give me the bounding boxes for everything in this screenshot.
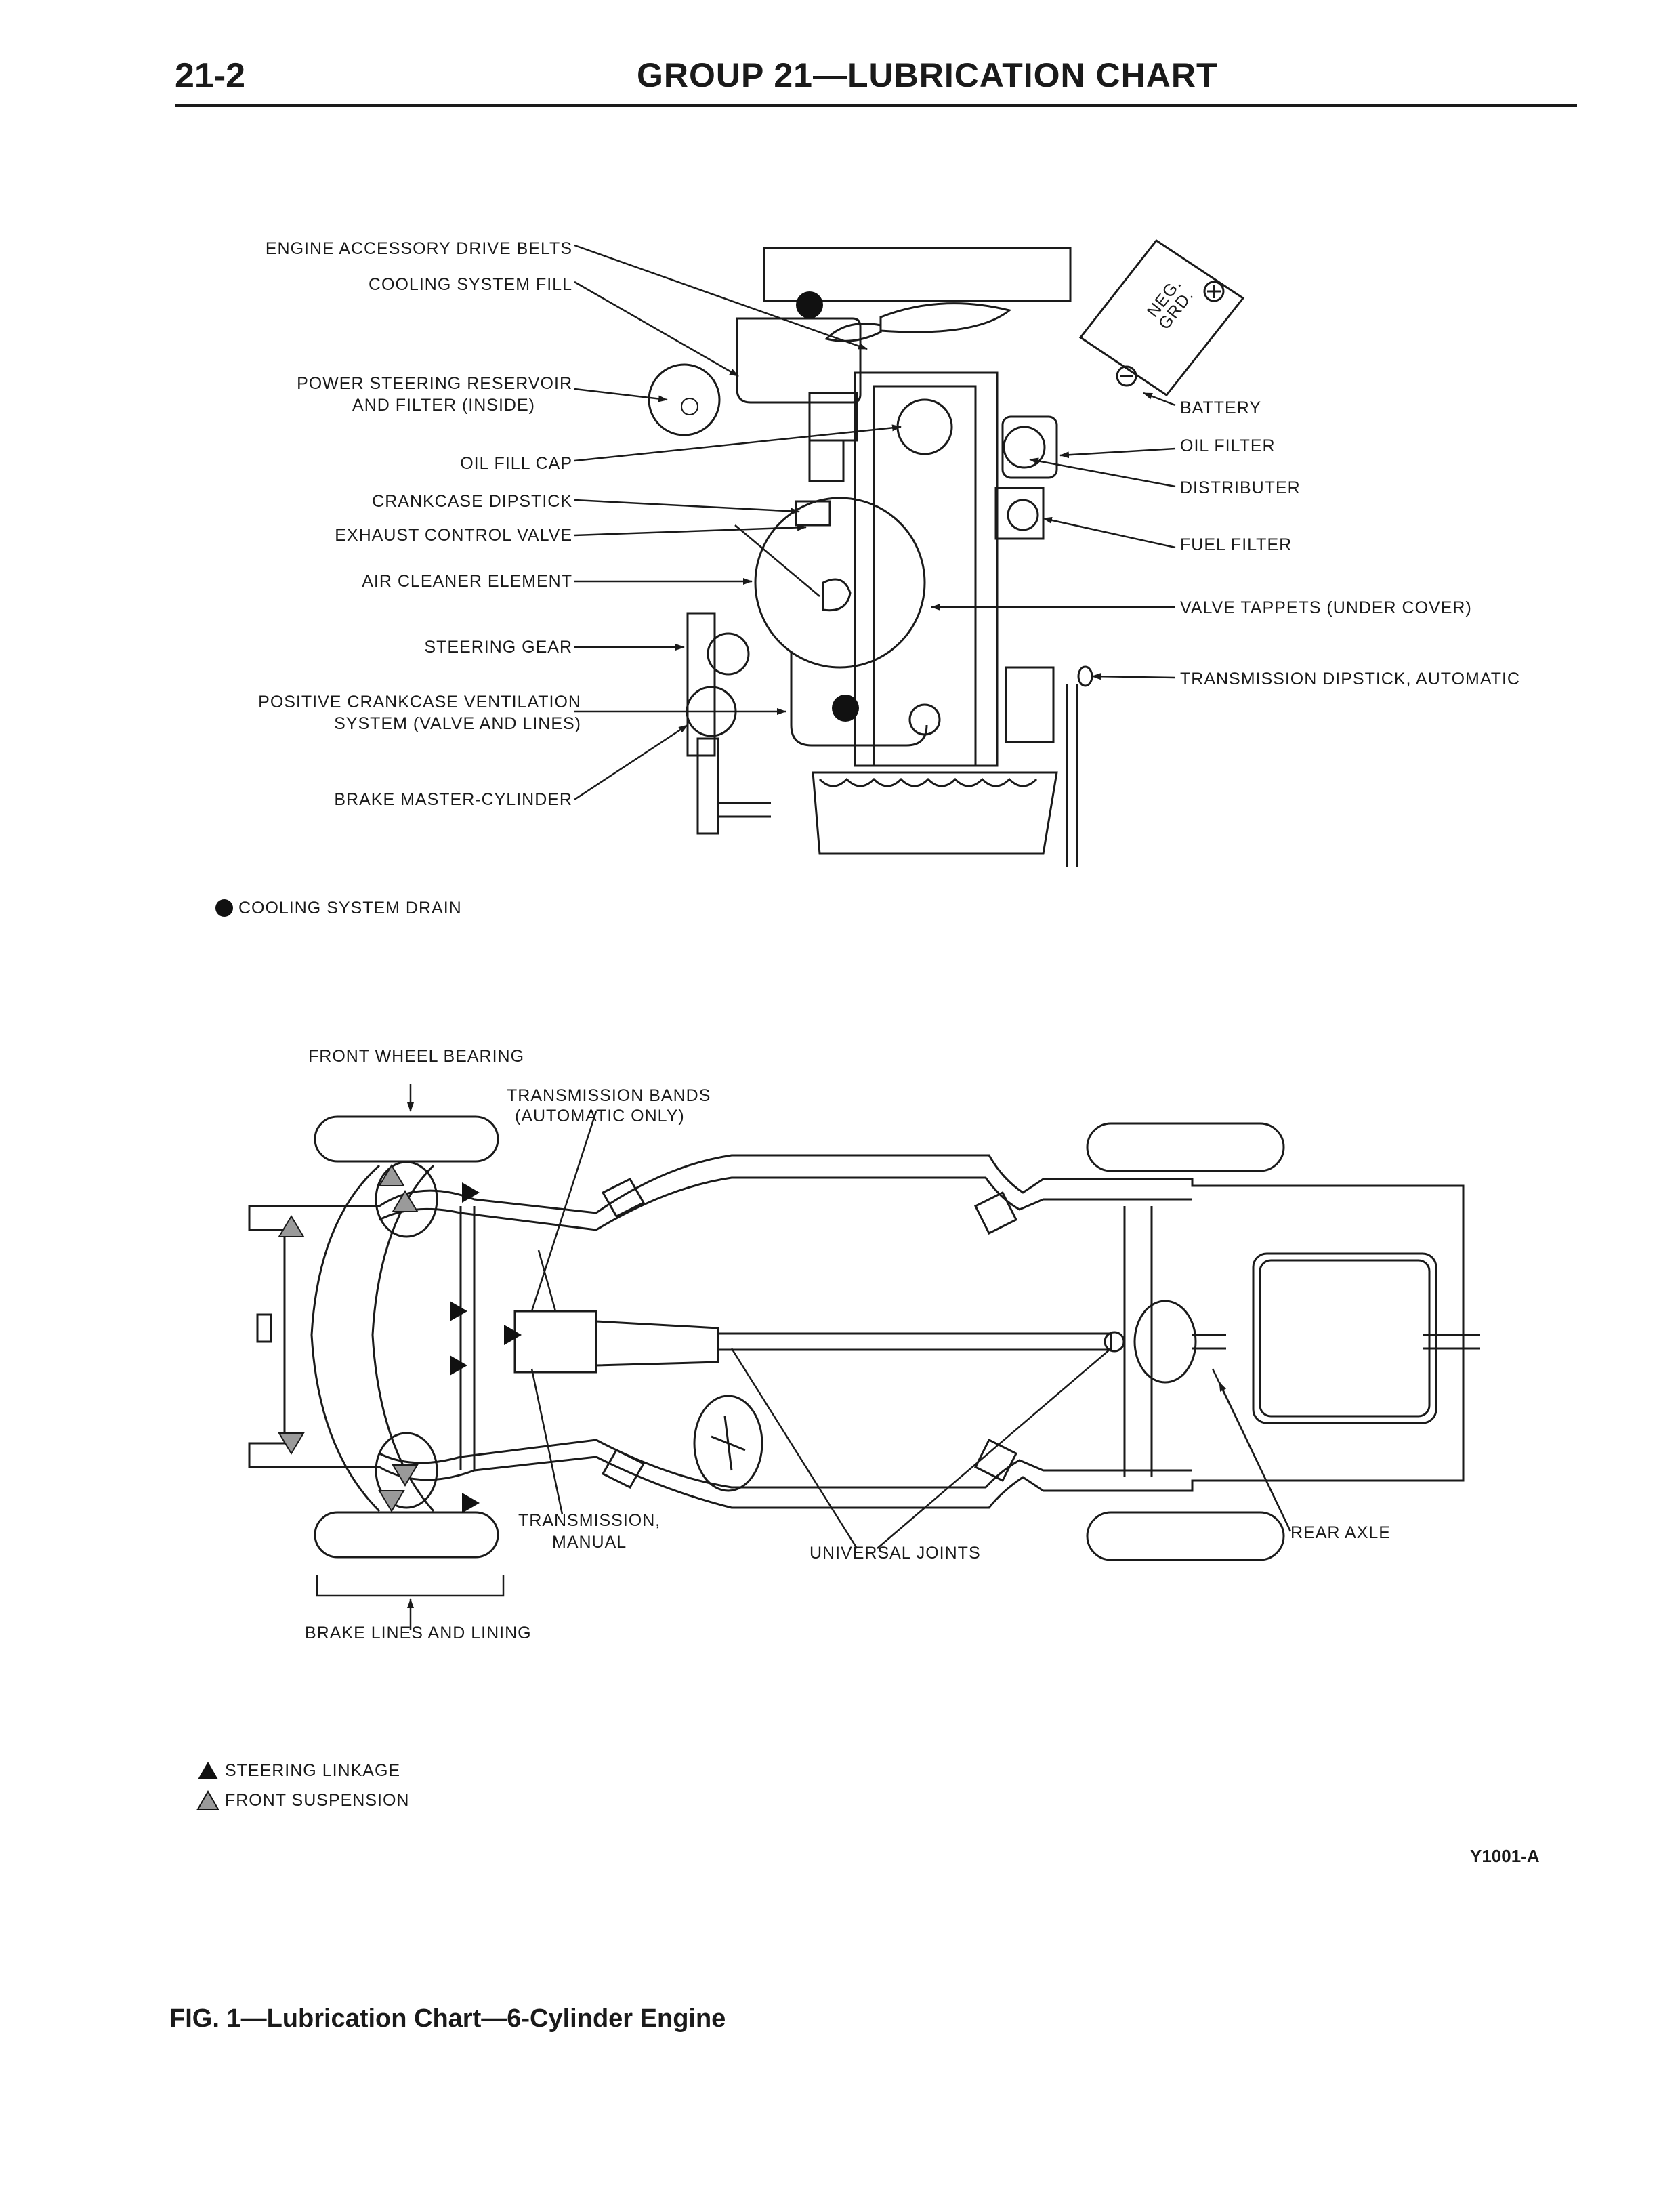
legend-steering-linkage: STEERING LINKAGE: [196, 1760, 400, 1781]
label-fuel-filter: FUEL FILTER: [1180, 535, 1292, 554]
label-automatic-only: (AUTOMATIC ONLY): [515, 1107, 685, 1126]
chassis-leader-lines: [316, 1084, 1292, 1630]
battery: NEG. GRD.: [1078, 239, 1245, 397]
fan: [824, 302, 1012, 342]
front-left-wheel: [314, 1115, 499, 1163]
legend-steering-linkage-label: STEERING LINKAGE: [224, 1760, 401, 1780]
label-air-cleaner-element: AIR CLEANER ELEMENT: [362, 572, 572, 591]
frame-outline: [248, 1154, 1465, 1509]
label-crankcase-dipstick: CRANKCASE DIPSTICK: [372, 492, 572, 511]
radiator: [763, 247, 1072, 302]
coolant-tank: [736, 317, 862, 404]
steering-linkage-markers: [450, 1182, 522, 1513]
label-cooling-system-fill: COOLING SYSTEM FILL: [369, 275, 572, 294]
steering-wheel: [693, 1395, 763, 1492]
label-pcv: POSITIVE CRANKCASE VENTILATION: [258, 693, 581, 711]
label-distributer: DISTRIBUTER: [1180, 478, 1301, 497]
label-transmission-dipstick: TRANSMISSION DIPSTICK, AUTOMATIC: [1180, 669, 1520, 688]
cooling-drain-dot: [796, 291, 823, 318]
figure-code: Y1001-A: [1470, 1846, 1540, 1866]
page-title: GROUP 21—LUBRICATION CHART: [637, 56, 1218, 94]
cooling-drain-swatch: [215, 899, 233, 917]
oil-pan: [812, 771, 1058, 855]
legend-front-suspension-label: FRONT SUSPENSION: [224, 1790, 410, 1810]
cooling-drain-dot: [832, 695, 859, 722]
rear-axle: [1123, 1206, 1153, 1477]
engine-leader-lines: [574, 244, 1176, 801]
label-valve-tappets: VALVE TAPPETS (UNDER COVER): [1180, 598, 1472, 617]
front-suspension-swatch: [196, 1790, 219, 1811]
rear-left-wheel: [1086, 1122, 1285, 1172]
fuel-tank: [1252, 1252, 1437, 1424]
label-power-steering-filter: AND FILTER (INSIDE): [352, 396, 535, 415]
label-oil-filter: OIL FILTER: [1180, 436, 1276, 455]
legend-cooling-drain: COOLING SYSTEM DRAIN: [215, 898, 462, 918]
label-universal-joints: UNIVERSAL JOINTS: [810, 1544, 981, 1563]
label-pcv-system: SYSTEM (VALVE AND LINES): [334, 714, 581, 733]
front-right-wheel: [314, 1511, 499, 1559]
rear-right-wheel: [1086, 1511, 1285, 1561]
label-rear-axle: REAR AXLE: [1290, 1523, 1391, 1542]
page-number: 21-2: [175, 56, 246, 96]
legend-cooling-drain-label: COOLING SYSTEM DRAIN: [238, 898, 462, 917]
label-engine-accessory-drive-belts: ENGINE ACCESSORY DRIVE BELTS: [266, 239, 572, 258]
legend-front-suspension: FRONT SUSPENSION: [196, 1790, 409, 1811]
label-brake-lines-and-lining: BRAKE LINES AND LINING: [305, 1624, 532, 1643]
figure-caption: FIG. 1—Lubrication Chart—6-Cylinder Engi…: [169, 2004, 726, 2033]
label-oil-fill-cap: OIL FILL CAP: [460, 454, 572, 473]
chassis-drawing: [248, 1115, 1480, 1561]
header-rule: [175, 104, 1577, 107]
label-manual: MANUAL: [552, 1533, 627, 1552]
valve-cover: [873, 385, 977, 767]
drive-shaft: [717, 1332, 1112, 1351]
label-transmission-manual: TRANSMISSION,: [518, 1511, 660, 1530]
label-steering-gear: STEERING GEAR: [424, 638, 572, 657]
air-cleaner: [754, 497, 926, 669]
label-transmission-bands: TRANSMISSION BANDS: [507, 1086, 711, 1105]
front-suspension-markers: [278, 1164, 419, 1512]
steering-linkage-swatch: [198, 1762, 218, 1780]
label-front-wheel-bearing: FRONT WHEEL BEARING: [308, 1047, 524, 1066]
label-battery: BATTERY: [1180, 398, 1261, 417]
transmission: [513, 1310, 597, 1374]
engine-drawing: [686, 247, 1093, 867]
label-power-steering-reservoir: POWER STEERING RESERVOIR: [297, 374, 572, 393]
front-suspension: [310, 1164, 381, 1512]
label-exhaust-control-valve: EXHAUST CONTROL VALVE: [335, 526, 572, 545]
label-brake-master-cylinder: BRAKE MASTER-CYLINDER: [334, 790, 572, 809]
